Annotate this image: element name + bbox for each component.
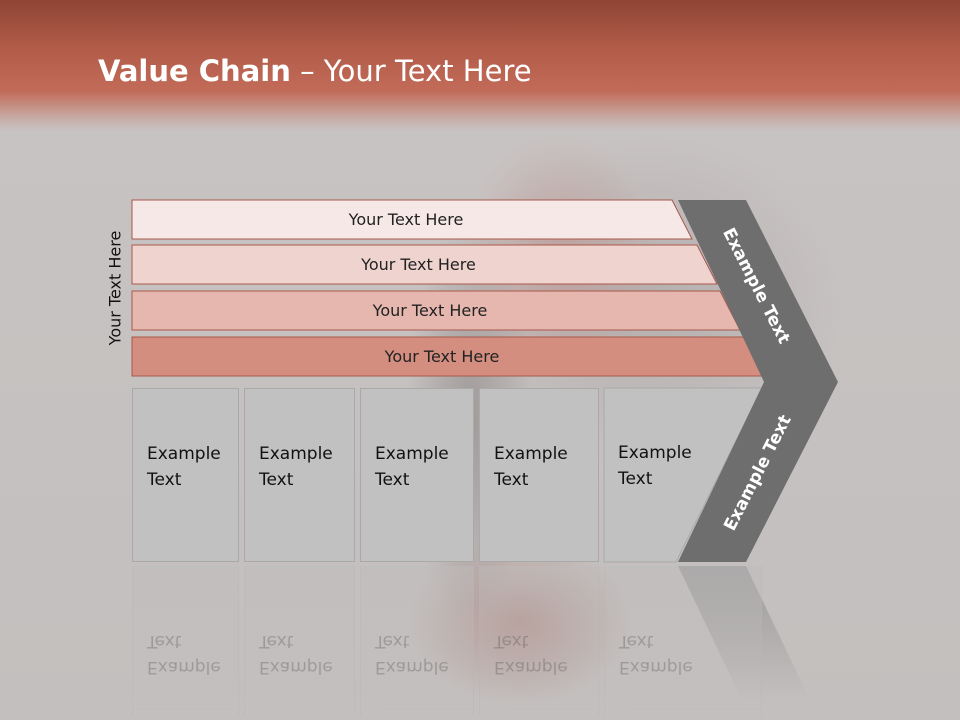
box-reflection: Example Text <box>360 566 474 716</box>
value-bar-3: Your Text Here <box>132 291 740 329</box>
title-rest: – Your Text Here <box>290 54 532 88</box>
box-text-line1: Example <box>494 444 568 464</box>
reflection-text-line1: Example <box>375 657 449 677</box>
reflection-text-line1: Example <box>619 657 693 677</box>
box-reflection: Example Text <box>244 566 355 716</box>
reflection-text-line1: Example <box>147 657 221 677</box>
box-shape <box>603 387 763 563</box>
reflection-text-line2: Text <box>375 631 410 651</box>
bar-shape <box>131 244 718 285</box>
value-bar-4: Your Text Here <box>132 337 764 375</box>
reflection-text-line2: Text <box>494 631 529 651</box>
reflection-text-line1: Example <box>494 657 568 677</box>
value-bar-label: Your Text Here <box>384 346 500 366</box>
page-title: Value Chain – Your Text Here <box>98 54 532 88</box>
box-reflection: Example Text <box>479 566 599 716</box>
box-text-line2: Text <box>147 470 182 490</box>
box-text-line1: Example <box>618 443 692 463</box>
value-bar-label: Your Text Here <box>348 209 464 229</box>
reflection-text-line2: Text <box>147 631 182 651</box>
box-reflection: Example Text <box>604 566 762 716</box>
reflection-text-line2: Text <box>259 631 294 651</box>
box-text-line2: Text <box>494 470 529 490</box>
box-text-line1: Example <box>147 444 221 464</box>
reflection-text-line1: Example <box>259 657 333 677</box>
reflection-text-line2: Text <box>619 631 654 651</box>
value-bar-label: Your Text Here <box>361 254 476 274</box>
value-bar-1: Your Text Here <box>132 200 692 238</box>
box-text-line1: Example <box>259 444 333 464</box>
chevron-arrow <box>678 200 838 562</box>
chevron-reflection <box>678 566 810 700</box>
bar-shape <box>131 199 693 240</box>
title-band <box>0 0 960 130</box>
box-text-line2: Text <box>618 469 653 489</box>
title-bold: Value Chain <box>98 54 291 88</box>
box-text-line2: Text <box>375 470 410 490</box>
box-reflection: Example Text <box>132 566 239 716</box>
box-text-line2: Text <box>259 470 294 490</box>
value-bar-label: Your Text Here <box>372 300 488 320</box>
box-text-line1: Example <box>375 444 449 464</box>
value-bar-2: Your Text Here <box>132 245 717 283</box>
